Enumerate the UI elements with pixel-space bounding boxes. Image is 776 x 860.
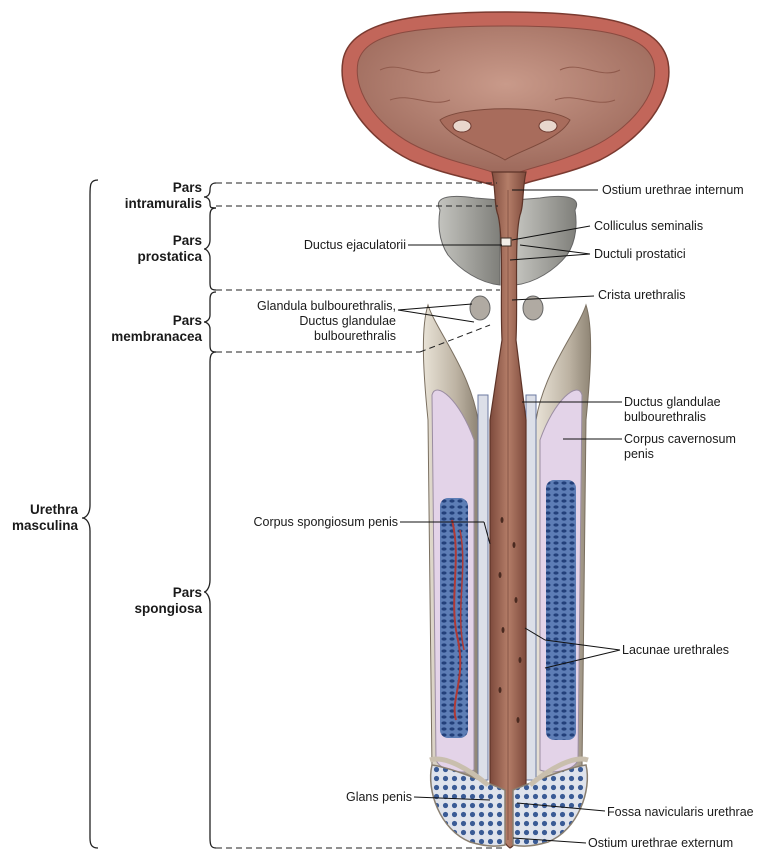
label-ductuli-prostatici: Ductuli prostatici	[594, 247, 686, 261]
brace-prostatica	[203, 207, 217, 291]
label-pars-spongiosa: Pars spongiosa	[100, 585, 202, 617]
label-corpus-spongiosum-penis: Corpus spongiosum penis	[253, 515, 398, 529]
leader-lines	[397, 189, 622, 844]
label-glandula-bulbo-line2: Ductus glandulae	[299, 314, 396, 328]
bladder	[341, 11, 670, 186]
label-glandula-bulbourethralis: Glandula bulbourethralis, Ductus glandul…	[232, 299, 396, 344]
label-pars-membranacea-line2: membranacea	[111, 329, 202, 344]
label-crista-urethralis: Crista urethralis	[598, 288, 686, 302]
corpus-spongiosum	[477, 394, 537, 781]
label-pars-intramuralis-line2: intramuralis	[124, 196, 202, 211]
label-pars-membranacea-line1: Pars	[172, 313, 202, 328]
brace-spongiosa	[203, 351, 217, 849]
label-glans-penis: Glans penis	[345, 790, 412, 804]
section-braces	[81, 179, 217, 849]
label-urethra-masculina-line1: Urethra	[29, 502, 78, 517]
label-ductus-gland-bulbo-line1: Ductus glandulae	[624, 395, 721, 409]
label-pars-membranacea: Pars membranacea	[90, 313, 202, 345]
label-urethra-masculina-line2: masculina	[11, 518, 78, 533]
label-corpus-cavernosum-penis: Corpus cavernosum penis	[624, 432, 736, 462]
brace-urethra-masculina	[81, 179, 99, 849]
prostate	[437, 196, 578, 286]
label-corpus-cavernosum-line1: Corpus cavernosum	[624, 432, 736, 446]
label-pars-spongiosa-line2: spongiosa	[134, 601, 202, 616]
label-ostium-urethrae-internum: Ostium urethrae internum	[602, 183, 744, 197]
dashed-boundaries	[216, 182, 505, 849]
label-ductus-ejaculatorii: Ductus ejaculatorii	[303, 238, 406, 252]
label-pars-spongiosa-line1: Pars	[172, 585, 202, 600]
label-pars-intramuralis-line1: Pars	[172, 180, 202, 195]
label-pars-prostatica: Pars prostatica	[100, 233, 202, 265]
label-ostium-urethrae-externum: Ostium urethrae externum	[588, 836, 734, 850]
label-ductus-gland-bulbo-line2: bulbourethralis	[624, 410, 706, 424]
label-urethra-masculina: Urethra masculina	[2, 502, 78, 534]
label-pars-prostatica-line1: Pars	[172, 233, 202, 248]
label-corpus-cavernosum-line2: penis	[624, 447, 654, 461]
urethra	[489, 171, 527, 849]
label-fossa-navicularis-urethrae: Fossa navicularis urethrae	[607, 805, 754, 819]
corpus-cavernosum	[422, 303, 592, 783]
label-ductus-glandulae-bulbourethralis: Ductus glandulae bulbourethralis	[624, 395, 721, 425]
label-glandula-bulbo-line3: bulbourethralis	[314, 329, 396, 343]
label-colliculus-seminalis: Colliculus seminalis	[594, 219, 704, 233]
label-pars-prostatica-line2: prostatica	[137, 249, 202, 264]
label-lacunae-urethrales: Lacunae urethrales	[622, 643, 730, 657]
label-pars-intramuralis: Pars intramuralis	[100, 180, 202, 212]
label-glandula-bulbo-line1: Glandula bulbourethralis,	[257, 299, 396, 313]
bulbourethral-glands	[469, 295, 544, 321]
brace-membranacea	[203, 291, 217, 353]
brace-intramuralis	[203, 182, 217, 209]
